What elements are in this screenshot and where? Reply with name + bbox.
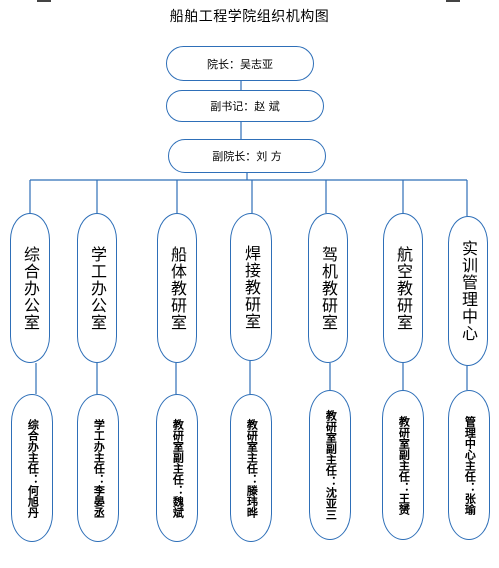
dept-node-aviation: 航空教研室 [383,213,423,363]
lead-label: 学工办主任：李晏丞 [92,418,106,518]
top-edge-mark-left [37,0,51,2]
lead-label: 综合办主任：何旭丹 [26,418,40,518]
dept-name: 航空教研室 [394,245,413,331]
dept-node-general-office: 综合办公室 [10,213,50,363]
chart-title: 船舶工程学院组织机构图 [169,9,330,25]
dept-node-hull: 船体教研室 [157,213,197,363]
deputy-secretary-node: 副书记：赵 斌 [166,90,324,122]
top-edge-mark-right [446,0,460,2]
dept-name: 驾机教研室 [319,245,338,331]
deputy-secretary-label: 副书记：赵 斌 [210,100,280,113]
president-label: 院长：吴志亚 [207,57,273,71]
lead-node-student-office: 学工办主任：李晏丞 [77,394,119,542]
lead-node-training-center: 管理中心主任：张瑜 [448,390,490,540]
dept-node-welding: 焊接教研室 [230,213,272,361]
lead-label: 教研室主任：滕玮晔 [245,418,259,518]
dept-name: 焊接教研室 [242,244,261,330]
lead-node-marine-engine: 教研室副主任：沈亚三 [309,390,351,540]
vice-president-label: 副院长：刘 方 [212,150,282,163]
president-node: 院长：吴志亚 [166,46,314,81]
dept-node-marine-engine: 驾机教研室 [308,213,348,363]
lead-node-welding: 教研室主任：滕玮晔 [230,394,272,542]
dept-node-student-office: 学工办公室 [77,213,117,363]
lead-node-hull: 教研室副主任：魏斌 [156,394,198,542]
lead-label: 管理中心主任：张瑜 [463,415,477,515]
dept-name: 实训管理中心 [459,240,478,342]
dept-name: 综合办公室 [21,245,40,331]
lead-node-general-office: 综合办主任：何旭丹 [11,394,53,542]
lead-label: 教研室副主任：王赟 [397,415,411,515]
dept-node-training-center: 实训管理中心 [448,216,488,366]
vice-president-node: 副院长：刘 方 [168,139,326,173]
lead-label: 教研室副主任：魏斌 [171,418,185,518]
lead-label: 教研室副主任：沈亚三 [324,410,338,520]
dept-name: 学工办公室 [88,245,107,331]
dept-name: 船体教研室 [168,245,187,331]
lead-node-aviation: 教研室副主任：王赟 [382,390,424,540]
